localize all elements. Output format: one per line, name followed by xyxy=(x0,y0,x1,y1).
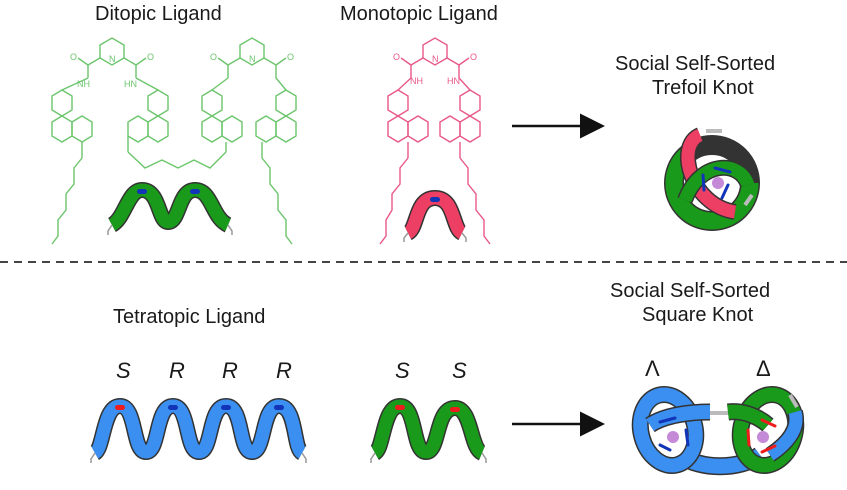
svg-text:NH: NH xyxy=(77,79,90,89)
svg-text:NH: NH xyxy=(410,76,423,86)
metal-ion-right xyxy=(757,431,769,443)
monotopic-ligand-title: Monotopic Ligand xyxy=(340,3,498,25)
metal-ion xyxy=(712,177,724,189)
tetratopic-ligand-cartoon xyxy=(89,397,309,463)
site-R-2 xyxy=(221,405,231,410)
binding-site-2 xyxy=(190,189,200,194)
delta-label: Δ xyxy=(756,356,771,381)
svg-text:O: O xyxy=(287,52,294,62)
ditopic-chemical-structure xyxy=(51,37,297,245)
square-knot-title-line1: Social Self-Sorted xyxy=(610,280,771,302)
binding-site xyxy=(430,197,440,202)
svg-text:O: O xyxy=(70,52,77,62)
lambda-label: Λ xyxy=(645,356,660,381)
alkene-end-right xyxy=(227,224,233,235)
square-knot-cartoon xyxy=(631,386,805,476)
svg-text:HN: HN xyxy=(124,79,137,89)
site-S xyxy=(115,405,125,410)
tetratopic-ligand-title: Tetratopic Ligand xyxy=(113,306,266,328)
site-R-3 xyxy=(274,405,284,410)
stereo-label-6: S xyxy=(452,358,467,383)
green-ditopic-ligand-cartoon xyxy=(369,397,488,463)
monotopic-chemical-structure xyxy=(379,37,491,245)
ditopic-ligand-title: Ditopic Ligand xyxy=(95,3,222,25)
site-S-1 xyxy=(395,405,405,410)
svg-text:N: N xyxy=(109,54,116,64)
binding-site-1 xyxy=(137,189,147,194)
svg-text:N: N xyxy=(249,54,256,64)
site-R-1 xyxy=(168,405,178,410)
svg-text:O: O xyxy=(393,52,400,62)
trefoil-knot-title-line2: Trefoil Knot xyxy=(652,77,754,99)
ditopic-ligand-cartoon xyxy=(107,181,233,235)
stereo-label-4: R xyxy=(276,358,292,383)
svg-text:O: O xyxy=(470,52,477,62)
site-S-2 xyxy=(450,407,460,412)
svg-text:O: O xyxy=(147,52,154,62)
svg-text:N: N xyxy=(432,54,439,64)
svg-text:HN: HN xyxy=(447,76,460,86)
trefoil-knot-cartoon xyxy=(664,127,760,231)
trefoil-knot-title-line1: Social Self-Sorted xyxy=(615,53,776,75)
metal-ion-left xyxy=(667,431,679,443)
stereo-label-3: R xyxy=(222,358,238,383)
monotopic-ligand-cartoon xyxy=(402,189,468,242)
alkene-end-left xyxy=(107,224,113,235)
stereo-label-5: S xyxy=(395,358,410,383)
square-knot-title-line2: Square Knot xyxy=(642,304,754,326)
svg-text:O: O xyxy=(210,52,217,62)
stereo-label-2: R xyxy=(169,358,185,383)
monotopic-atom-labels: O N O NH HN xyxy=(393,52,477,86)
stereo-label-1: S xyxy=(116,358,131,383)
ditopic-atom-labels: O N O NH HN O N O xyxy=(70,52,294,89)
